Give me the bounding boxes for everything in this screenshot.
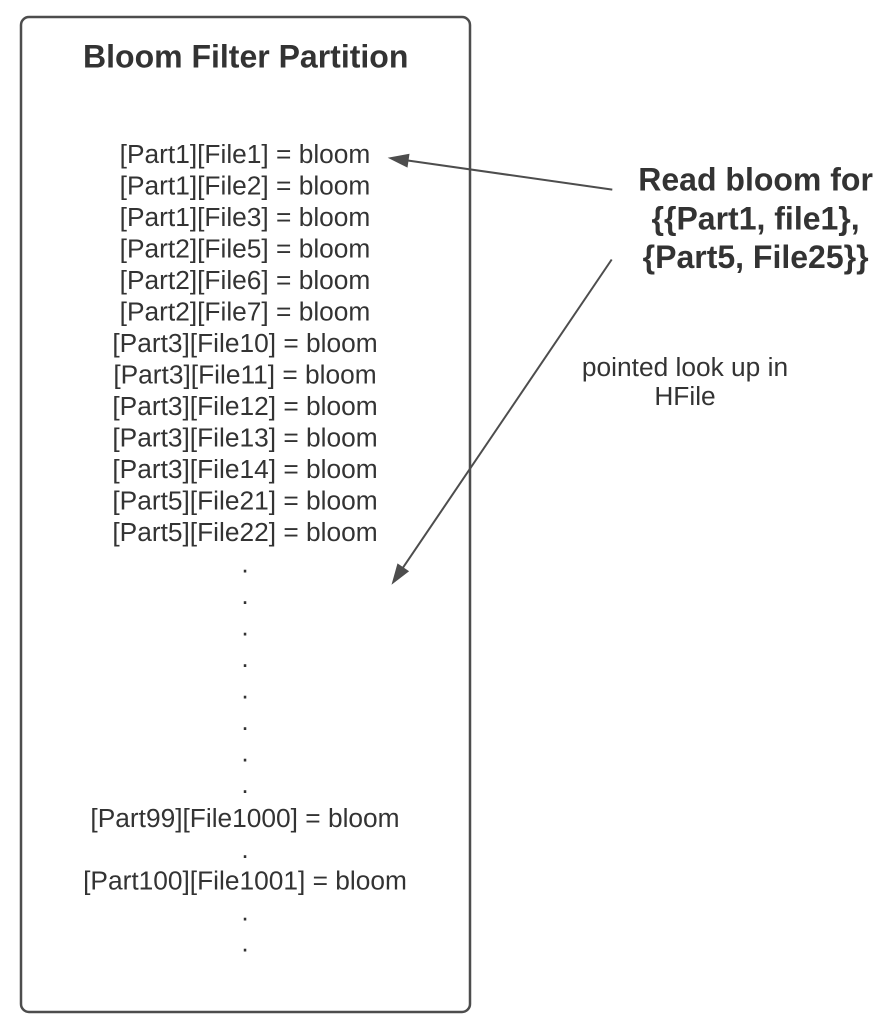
svg-text:pointed look up in: pointed look up in	[582, 352, 788, 382]
svg-text:Read bloom for: Read bloom for	[638, 162, 873, 198]
svg-text:[Part1][File1] = bloom: [Part1][File1] = bloom	[120, 139, 371, 169]
svg-text:[Part3][File14] = bloom: [Part3][File14] = bloom	[112, 454, 377, 484]
svg-text:.: .	[241, 549, 248, 579]
svg-text:[Part3][File11] = bloom: [Part3][File11] = bloom	[113, 360, 376, 390]
svg-text:[Part99][File1000] = bloom: [Part99][File1000] = bloom	[90, 803, 399, 833]
svg-text:[Part2][File5] = bloom: [Part2][File5] = bloom	[120, 234, 371, 264]
svg-text:[Part2][File6] = bloom: [Part2][File6] = bloom	[120, 265, 371, 295]
svg-text:[Part5][File22] = bloom: [Part5][File22] = bloom	[112, 517, 377, 547]
svg-text:[Part2][File7] = bloom: [Part2][File7] = bloom	[120, 297, 371, 327]
svg-text:.: .	[241, 612, 248, 642]
svg-text:.: .	[241, 928, 248, 958]
svg-text:.: .	[241, 643, 248, 673]
svg-text:[Part1][File2] = bloom: [Part1][File2] = bloom	[120, 171, 371, 201]
svg-text:[Part3][File10] = bloom: [Part3][File10] = bloom	[112, 328, 377, 358]
svg-text:[Part3][File13] = bloom: [Part3][File13] = bloom	[112, 423, 377, 453]
svg-text:Bloom Filter Partition: Bloom Filter Partition	[83, 39, 408, 75]
svg-text:[Part3][File12] = bloom: [Part3][File12] = bloom	[112, 391, 377, 421]
svg-text:[Part1][File3] = bloom: [Part1][File3] = bloom	[120, 202, 371, 232]
svg-text:.: .	[241, 675, 248, 705]
svg-text:{Part5, File25}}: {Part5, File25}}	[643, 239, 869, 275]
svg-text:.: .	[241, 738, 248, 768]
svg-text:{{Part1, file1},: {{Part1, file1},	[652, 200, 860, 236]
svg-text:HFile: HFile	[654, 381, 715, 411]
svg-text:.: .	[241, 706, 248, 736]
svg-text:.: .	[241, 897, 248, 927]
svg-text:.: .	[241, 834, 248, 864]
svg-text:.: .	[241, 769, 248, 799]
svg-text:[Part100][File1001] = bloom: [Part100][File1001] = bloom	[83, 866, 407, 896]
svg-text:.: .	[241, 580, 248, 610]
svg-text:[Part5][File21] = bloom: [Part5][File21] = bloom	[112, 486, 377, 516]
